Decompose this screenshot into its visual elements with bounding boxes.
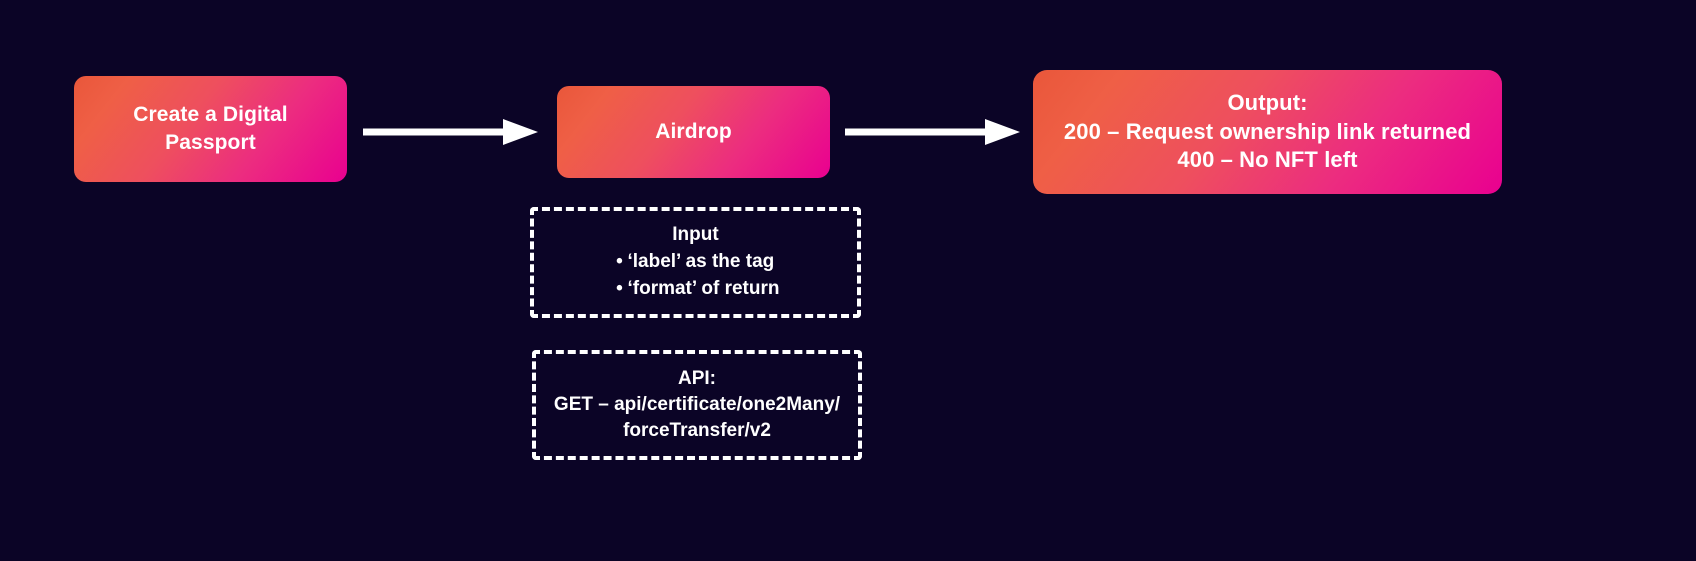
output-success-line: 200 – Request ownership link returned [1063,118,1472,144]
bullet-icon: • [616,250,623,272]
note-api: API: GET – api/certificate/one2Many/ for… [532,350,862,460]
bullet-icon: • [616,278,623,300]
note-input-title: Input [672,224,719,246]
list-item: •‘format’ of return [611,275,779,303]
flow-node-create-passport-label: Create a Digital Passport [133,103,288,154]
flow-node-airdrop[interactable]: Airdrop [557,86,830,178]
note-api-title: API: [678,367,716,389]
flow-node-airdrop-label: Airdrop [655,120,732,144]
flow-node-output-content: Output: 200 – Request ownership link ret… [1064,89,1471,175]
note-input: Input •‘label’ as the tag •‘format’ of r… [530,207,861,318]
note-api-body: GET – api/certificate/one2Many/ forceTra… [554,392,840,444]
flow-node-output[interactable]: Output: 200 – Request ownership link ret… [1033,70,1502,194]
list-item: •‘label’ as the tag [611,248,779,276]
output-title: Output: [1227,90,1308,116]
note-api-line-1: GET – api/certificate/one2Many/ [553,393,841,415]
flow-node-create-passport[interactable]: Create a Digital Passport [74,76,347,182]
right-arrow-icon [363,119,538,145]
note-input-list: •‘label’ as the tag •‘format’ of return [611,248,779,303]
note-input-item-label: ‘label’ as the tag [627,250,775,272]
note-api-line-2: forceTransfer/v2 [623,419,771,441]
output-error-line: 400 – No NFT left [1177,147,1358,173]
right-arrow-icon [845,119,1020,145]
note-input-item-label: ‘format’ of return [627,278,780,300]
